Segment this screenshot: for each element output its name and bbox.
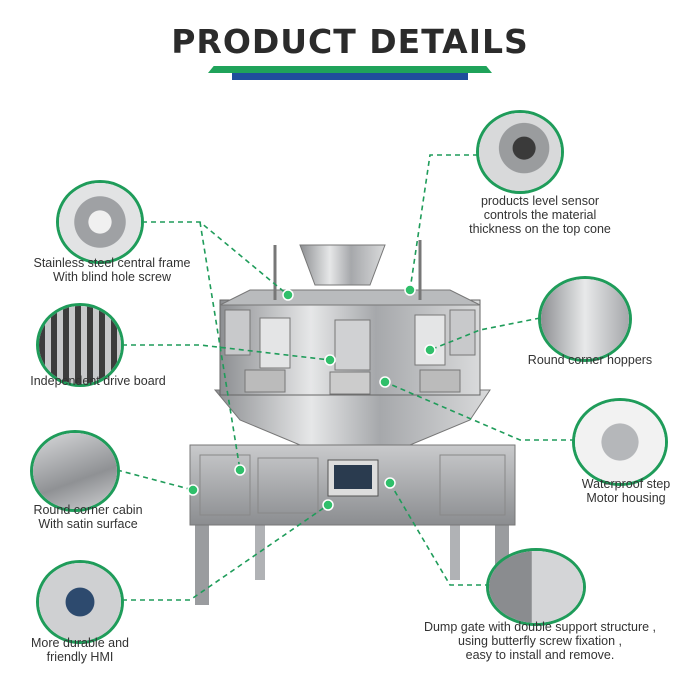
label-line: With blind hole screw (52, 270, 172, 284)
sensor-photo (476, 110, 564, 194)
frame-photo (56, 180, 144, 264)
hopper-ring (219, 299, 481, 396)
label-line: Waterproof step (581, 477, 671, 491)
label-line: friendly HMI (46, 650, 114, 664)
hmi-screen (327, 459, 379, 497)
motor-housing-photo (572, 398, 668, 486)
label-line: With satin surface (38, 517, 138, 531)
page-title: PRODUCT DETAILS (171, 22, 529, 61)
hmi-photo (36, 560, 124, 644)
sensor-label: products level sensor controls the mater… (440, 194, 640, 236)
cabin-photo (30, 430, 120, 512)
label-line: easy to install and remove. (465, 648, 615, 662)
label-line: Round corner hoppers (527, 353, 653, 367)
label-line: thickness on the top cone (469, 222, 611, 236)
label-line: Dump gate with double support structure … (423, 620, 657, 634)
frame-label: Stainless steel central frame With blind… (0, 256, 224, 284)
discharge-chute (213, 389, 491, 446)
cabin-label: Round corner cabin With satin surface (0, 503, 176, 531)
drive-label: Independent drive board (0, 374, 196, 388)
top-cone (299, 244, 386, 286)
callout-dots (187, 284, 436, 511)
title-underline-green (208, 66, 492, 73)
label-line: products level sensor (480, 194, 600, 208)
dump-gate-label: Dump gate with double support structure … (400, 620, 680, 662)
connector-lines (116, 154, 575, 601)
hmi-label: More durable and friendly HMI (20, 636, 140, 664)
label-line: using butterfly screw fixation , (458, 634, 622, 648)
dump-gate-photo (486, 548, 586, 626)
label-line: Motor housing (586, 491, 666, 505)
hoppers-photo (538, 276, 632, 362)
label-line: controls the material (483, 208, 597, 222)
label-line: Independent drive board (30, 374, 166, 388)
hoppers-label: Round corner hoppers (500, 353, 680, 367)
label-line: More durable and (31, 636, 129, 650)
title-underline-blue (232, 73, 468, 80)
drive-board-photo (36, 303, 124, 387)
motor-label: Waterproof step Motor housing (556, 477, 696, 505)
label-line: Round corner cabin (33, 503, 143, 517)
label-line: Stainless steel central frame (33, 256, 191, 270)
